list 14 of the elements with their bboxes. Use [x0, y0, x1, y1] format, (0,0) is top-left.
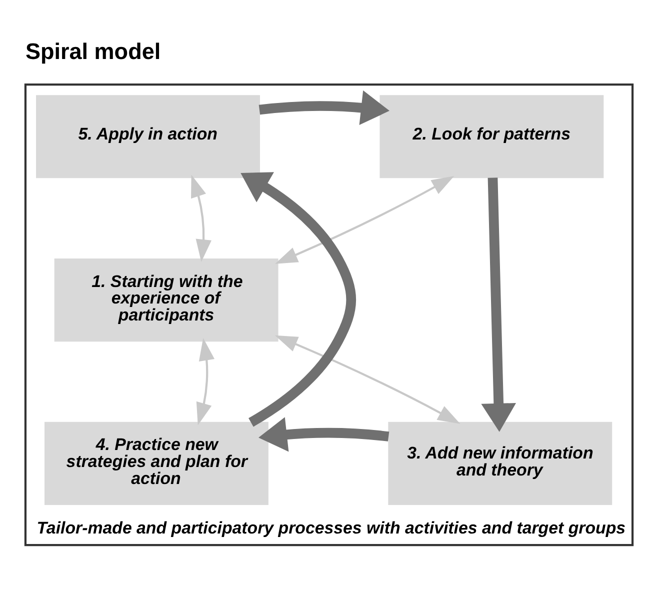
arrow	[274, 334, 460, 424]
node-box: 5. Apply in action	[36, 94, 260, 178]
arrow	[275, 175, 454, 264]
arrow	[196, 337, 215, 425]
node-box: 2. Look for patterns	[380, 94, 604, 178]
node-box: 4. Practice new strategies and plan for action	[44, 421, 268, 504]
arrow	[258, 90, 390, 124]
arrow	[481, 177, 516, 432]
node-box: 3. Add new information and theory	[388, 421, 612, 504]
node-box: 1. Starting with the experience of participants	[54, 258, 278, 342]
arrow	[191, 174, 212, 262]
arrow	[240, 172, 356, 426]
arrow	[258, 416, 390, 452]
diagram-title: Spiral model	[25, 38, 161, 64]
